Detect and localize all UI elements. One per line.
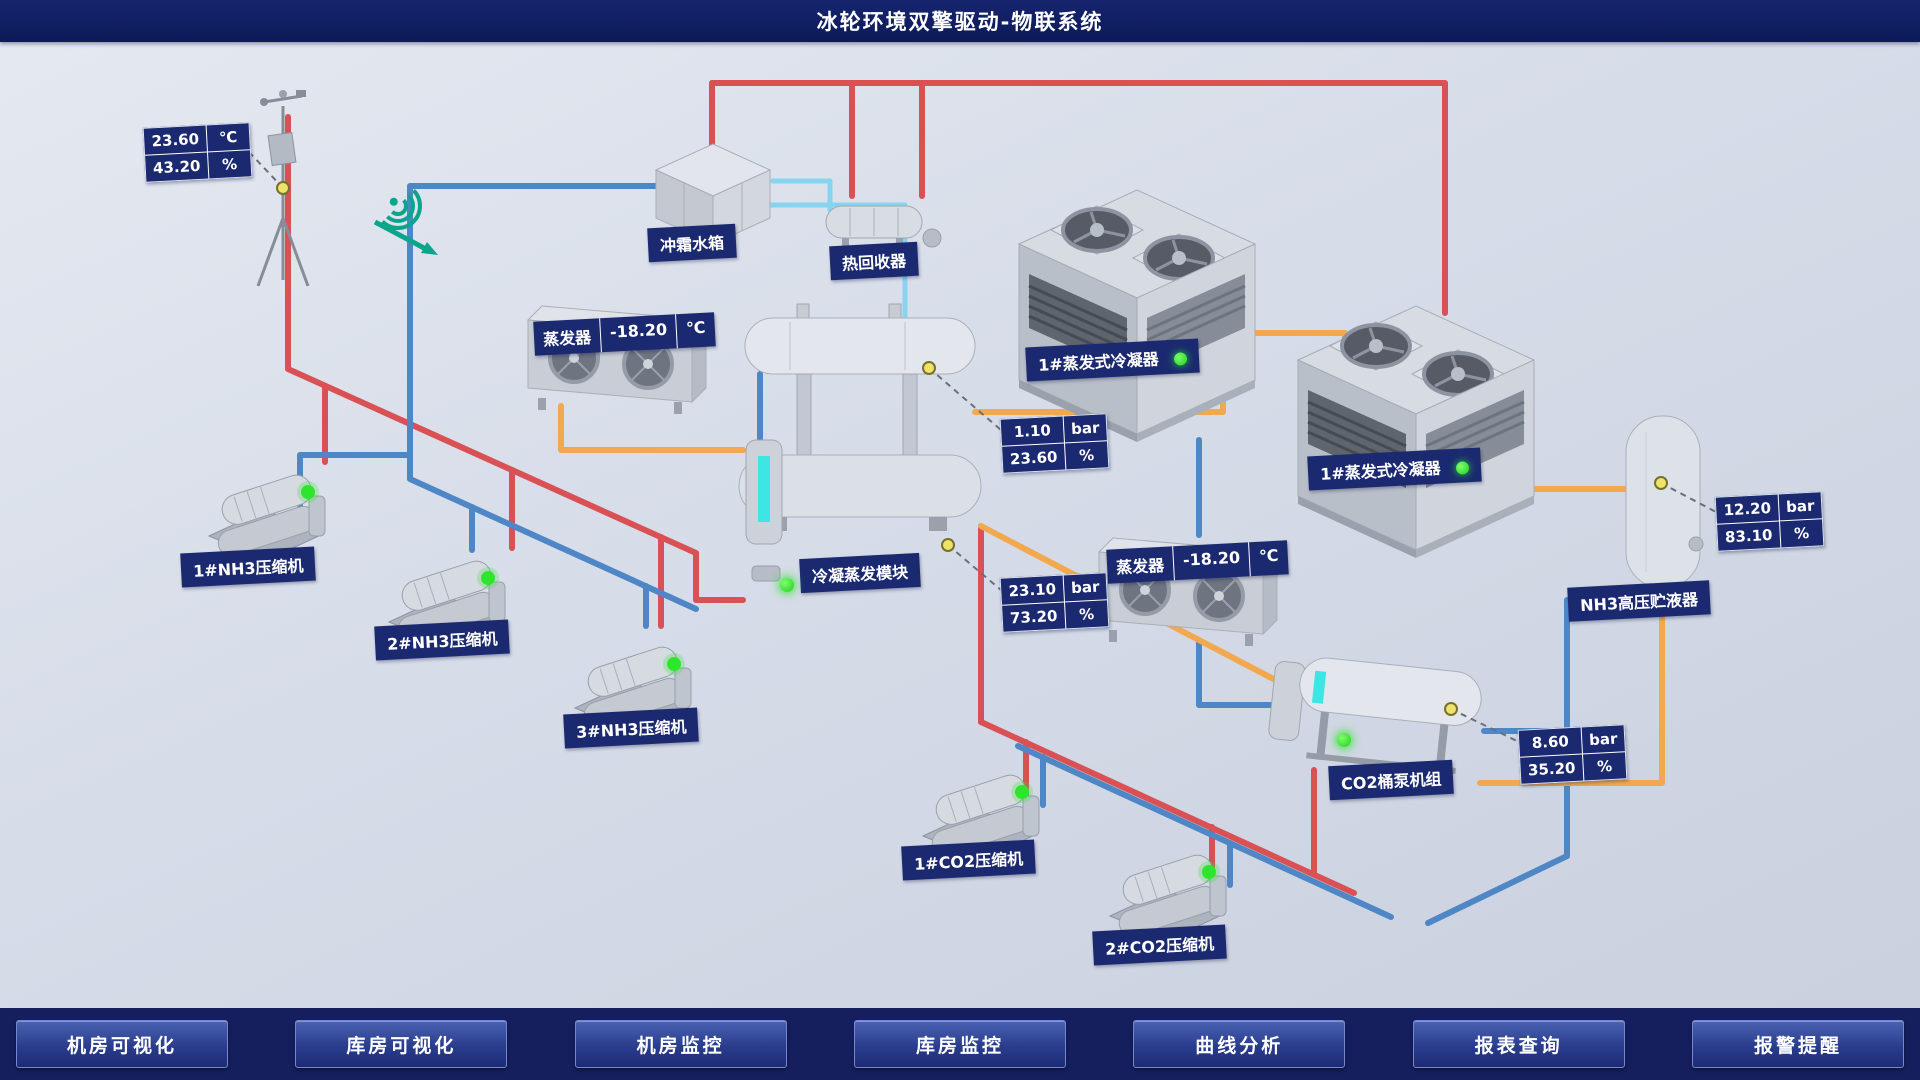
reading-module: 23.10 bar 73.20 % xyxy=(999,572,1110,633)
reading-nh3-receiver: 12.20 bar 83.10 % xyxy=(1714,491,1825,552)
label-nh3-compressor-3: 3#NH3压缩机 xyxy=(563,707,700,749)
label-nh3-compressor-2: 2#NH3压缩机 xyxy=(374,619,511,661)
evaporator-2-temp: -18.20 xyxy=(1172,542,1251,581)
module-level-value: 73.20 xyxy=(1002,602,1067,632)
label-co2-compressor-2: 2#CO2压缩机 xyxy=(1092,924,1227,966)
evaporator-1-name: 蒸发器 xyxy=(542,327,592,350)
label-nh3-compressor-1: 1#NH3压缩机 xyxy=(180,546,317,588)
vessel-pressure-unit: bar xyxy=(1070,418,1100,439)
evaporative-condenser-2[interactable] xyxy=(1296,304,1536,560)
label-defrost-tank: 冲霜水箱 xyxy=(647,223,737,263)
nav-button-alarm-alert[interactable]: 报警提醒 xyxy=(1691,1020,1904,1068)
weather-temp-value: 23.60 xyxy=(143,125,208,155)
leader-lines xyxy=(248,151,1717,743)
nav-button-warehouse-visualization[interactable]: 库房可视化 xyxy=(295,1020,508,1068)
evaporator-2-name: 蒸发器 xyxy=(1115,555,1165,578)
module-level-unit: % xyxy=(1078,604,1095,624)
nav-button-warehouse-monitor[interactable]: 库房监控 xyxy=(853,1020,1066,1068)
vessel-level-unit: % xyxy=(1078,445,1095,465)
weather-temp-unit: ℃ xyxy=(218,127,238,147)
condenser-2-text: 1#蒸发式冷凝器 xyxy=(1319,458,1442,484)
sensor-points xyxy=(276,181,1668,716)
nh3-receiver-level-unit: % xyxy=(1793,523,1810,543)
module-pressure-value: 23.10 xyxy=(1000,575,1065,605)
co2-unit-level-unit: % xyxy=(1596,756,1613,776)
vessel-pressure-value: 1.10 xyxy=(1000,416,1065,446)
reading-co2-unit: 8.60 bar 35.20 % xyxy=(1517,724,1628,785)
nav-button-machine-room-monitor[interactable]: 机房监控 xyxy=(574,1020,787,1068)
label-co2-pump-unit: CO2桶泵机组 xyxy=(1328,759,1455,801)
label-co2-compressor-1: 1#CO2压缩机 xyxy=(901,839,1036,881)
reading-vessel: 1.10 bar 23.60 % xyxy=(999,413,1110,474)
module-pump xyxy=(751,565,781,582)
co2-unit-pressure-unit: bar xyxy=(1588,729,1618,750)
app-header: 冰轮环境双擎驱动-物联系统 xyxy=(0,0,1920,42)
evaporator-1-temp: -18.20 xyxy=(599,314,678,353)
module-status-dot xyxy=(780,578,794,592)
weather-humidity-unit: % xyxy=(221,154,238,174)
weather-station[interactable] xyxy=(256,90,310,287)
nav-button-report-query[interactable]: 报表查询 xyxy=(1412,1020,1625,1068)
condenser-1-status-dot xyxy=(1173,352,1188,366)
label-module: 冷凝蒸发模块 xyxy=(799,552,921,594)
pipes-suction xyxy=(297,183,1570,926)
pipes-water xyxy=(767,178,908,321)
co2-unit-status-dot xyxy=(1337,733,1351,747)
nav-button-machine-room-visualization[interactable]: 机房可视化 xyxy=(16,1020,228,1068)
condenser-1-text: 1#蒸发式冷凝器 xyxy=(1037,349,1160,375)
label-heat-recovery: 热回收器 xyxy=(829,241,919,281)
condense-evaporate-module[interactable] xyxy=(738,303,982,582)
page-title: 冰轮环境双擎驱动-物联系统 xyxy=(816,10,1104,34)
wireless-icon xyxy=(373,189,438,255)
nh3-receiver-level-value: 83.10 xyxy=(1717,521,1782,551)
weather-humidity-value: 43.20 xyxy=(145,152,210,182)
reading-weather: 23.60 ℃ 43.20 % xyxy=(142,122,253,183)
co2-unit-level-value: 35.20 xyxy=(1520,754,1585,784)
condenser-2-status-dot xyxy=(1455,461,1470,475)
evaporator-1-unit: ℃ xyxy=(675,312,716,349)
nh3-receiver[interactable] xyxy=(1625,415,1704,604)
vessel-level-value: 23.60 xyxy=(1002,443,1067,473)
evaporator-2-unit: ℃ xyxy=(1248,540,1289,577)
bottom-nav: 机房可视化 库房可视化 机房监控 库房监控 曲线分析 报表查询 报警提醒 xyxy=(0,1008,1920,1080)
co2-unit-pressure-value: 8.60 xyxy=(1518,727,1583,757)
nh3-receiver-pressure-unit: bar xyxy=(1785,496,1815,517)
signal-arrow xyxy=(373,219,426,251)
nh3-receiver-pressure-value: 12.20 xyxy=(1715,494,1780,524)
module-pressure-unit: bar xyxy=(1070,577,1100,598)
evaporative-condenser-1[interactable] xyxy=(1017,188,1257,444)
nav-button-curve-analysis[interactable]: 曲线分析 xyxy=(1133,1020,1346,1068)
